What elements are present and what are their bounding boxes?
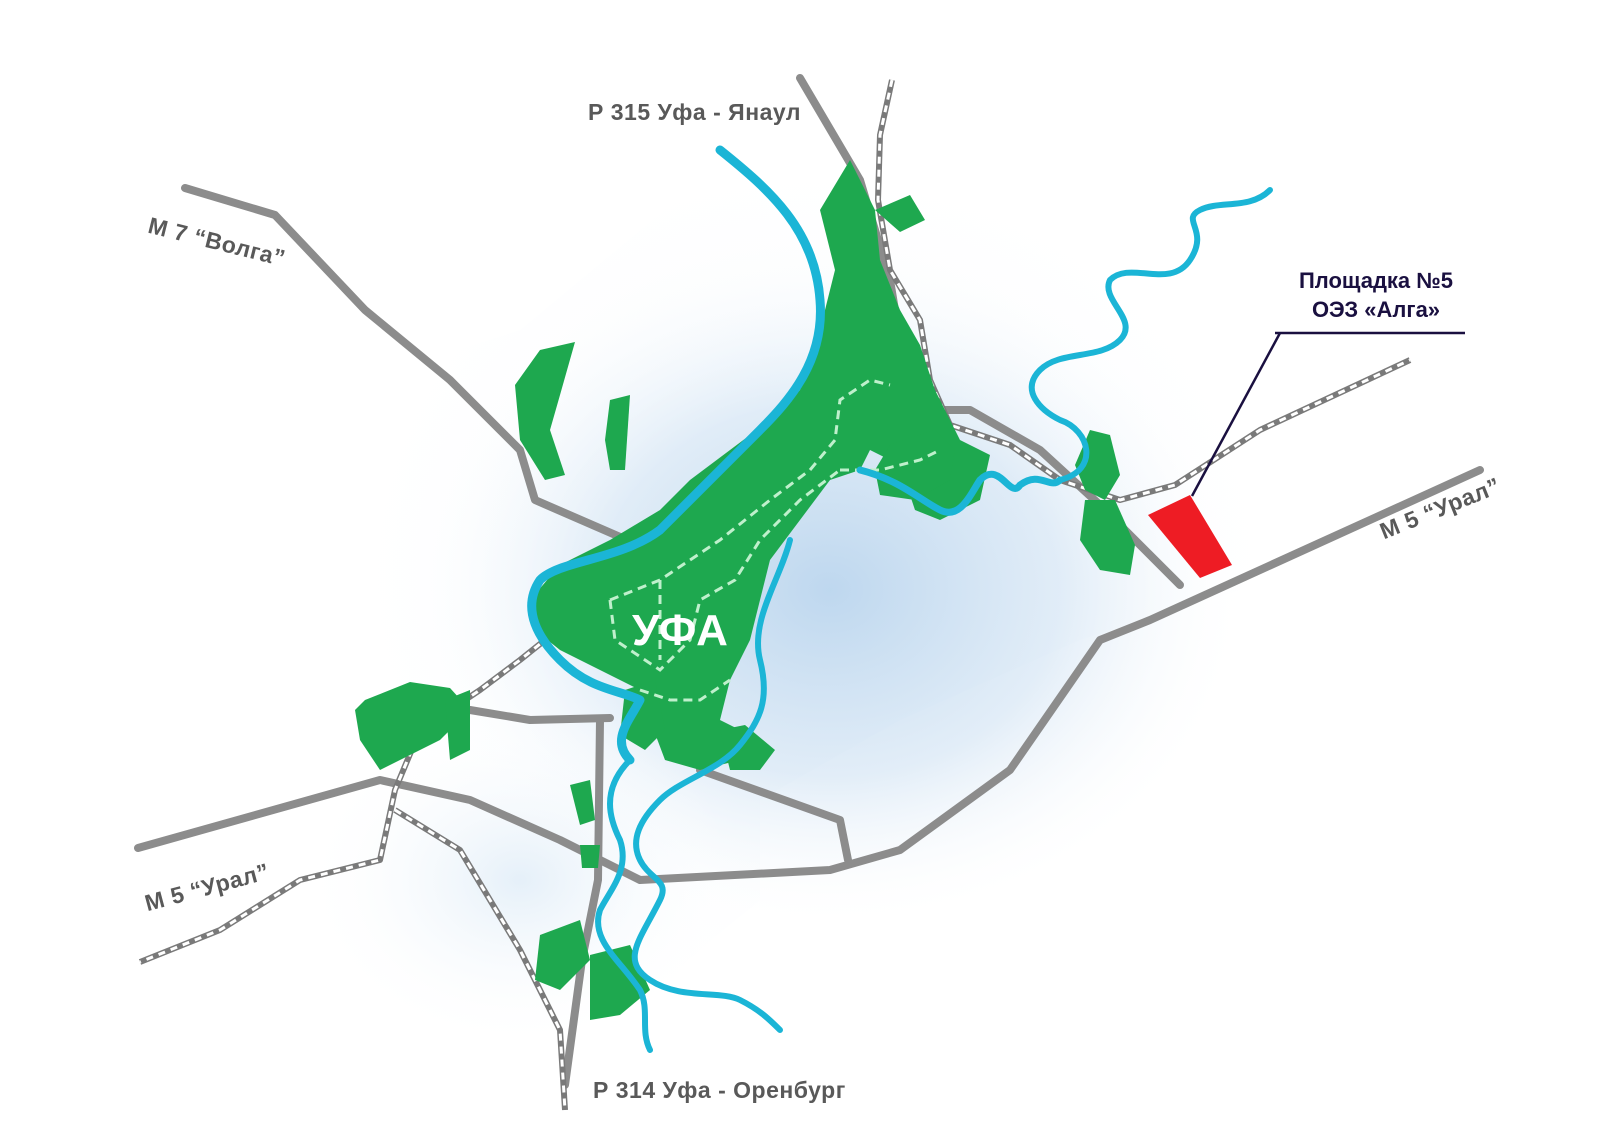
green-patch-north-a [875, 195, 925, 232]
callout-leader [1190, 331, 1465, 497]
green-patch-west-c [355, 682, 470, 770]
river-southwest [595, 757, 653, 1053]
city-label-ufa: УФА [632, 606, 729, 655]
green-patch-east-c [1080, 500, 1135, 575]
green-patch-west-b [605, 395, 630, 470]
road-label-r314: Р 314 Уфа - Оренбург [593, 1077, 846, 1103]
road-label-r315: Р 315 Уфа - Янаул [588, 99, 801, 125]
road-link-south [696, 766, 852, 864]
green-patch-south-b [720, 725, 775, 770]
road-r314 [561, 716, 604, 1089]
river-system [527, 145, 1273, 1053]
site-callout-line2: ОЭЗ «Алга» [1311, 297, 1441, 322]
road-link-west [466, 706, 614, 724]
site-callout: Площадка №5 ОЭЗ «Алга» [1283, 266, 1469, 324]
green-patch-south-e [535, 920, 590, 990]
river-ufa-branch [856, 466, 1064, 516]
alga-site-marker[interactable] [1148, 495, 1232, 578]
river-south-meander [631, 537, 793, 1033]
site-callout-line1: Площадка №5 [1298, 268, 1454, 293]
green-patch-west-d [445, 690, 470, 760]
river-east-meander [1028, 187, 1273, 483]
green-patch-south-c [570, 780, 595, 825]
alga-site-polygon[interactable] [1148, 495, 1232, 578]
road-m7-volga [181, 184, 654, 554]
river-belaya-north [527, 145, 825, 765]
green-patch-south-d [580, 845, 600, 868]
road-m5-main [134, 466, 1484, 884]
green-patch-west-a [515, 342, 575, 480]
city-main-area [530, 160, 990, 770]
